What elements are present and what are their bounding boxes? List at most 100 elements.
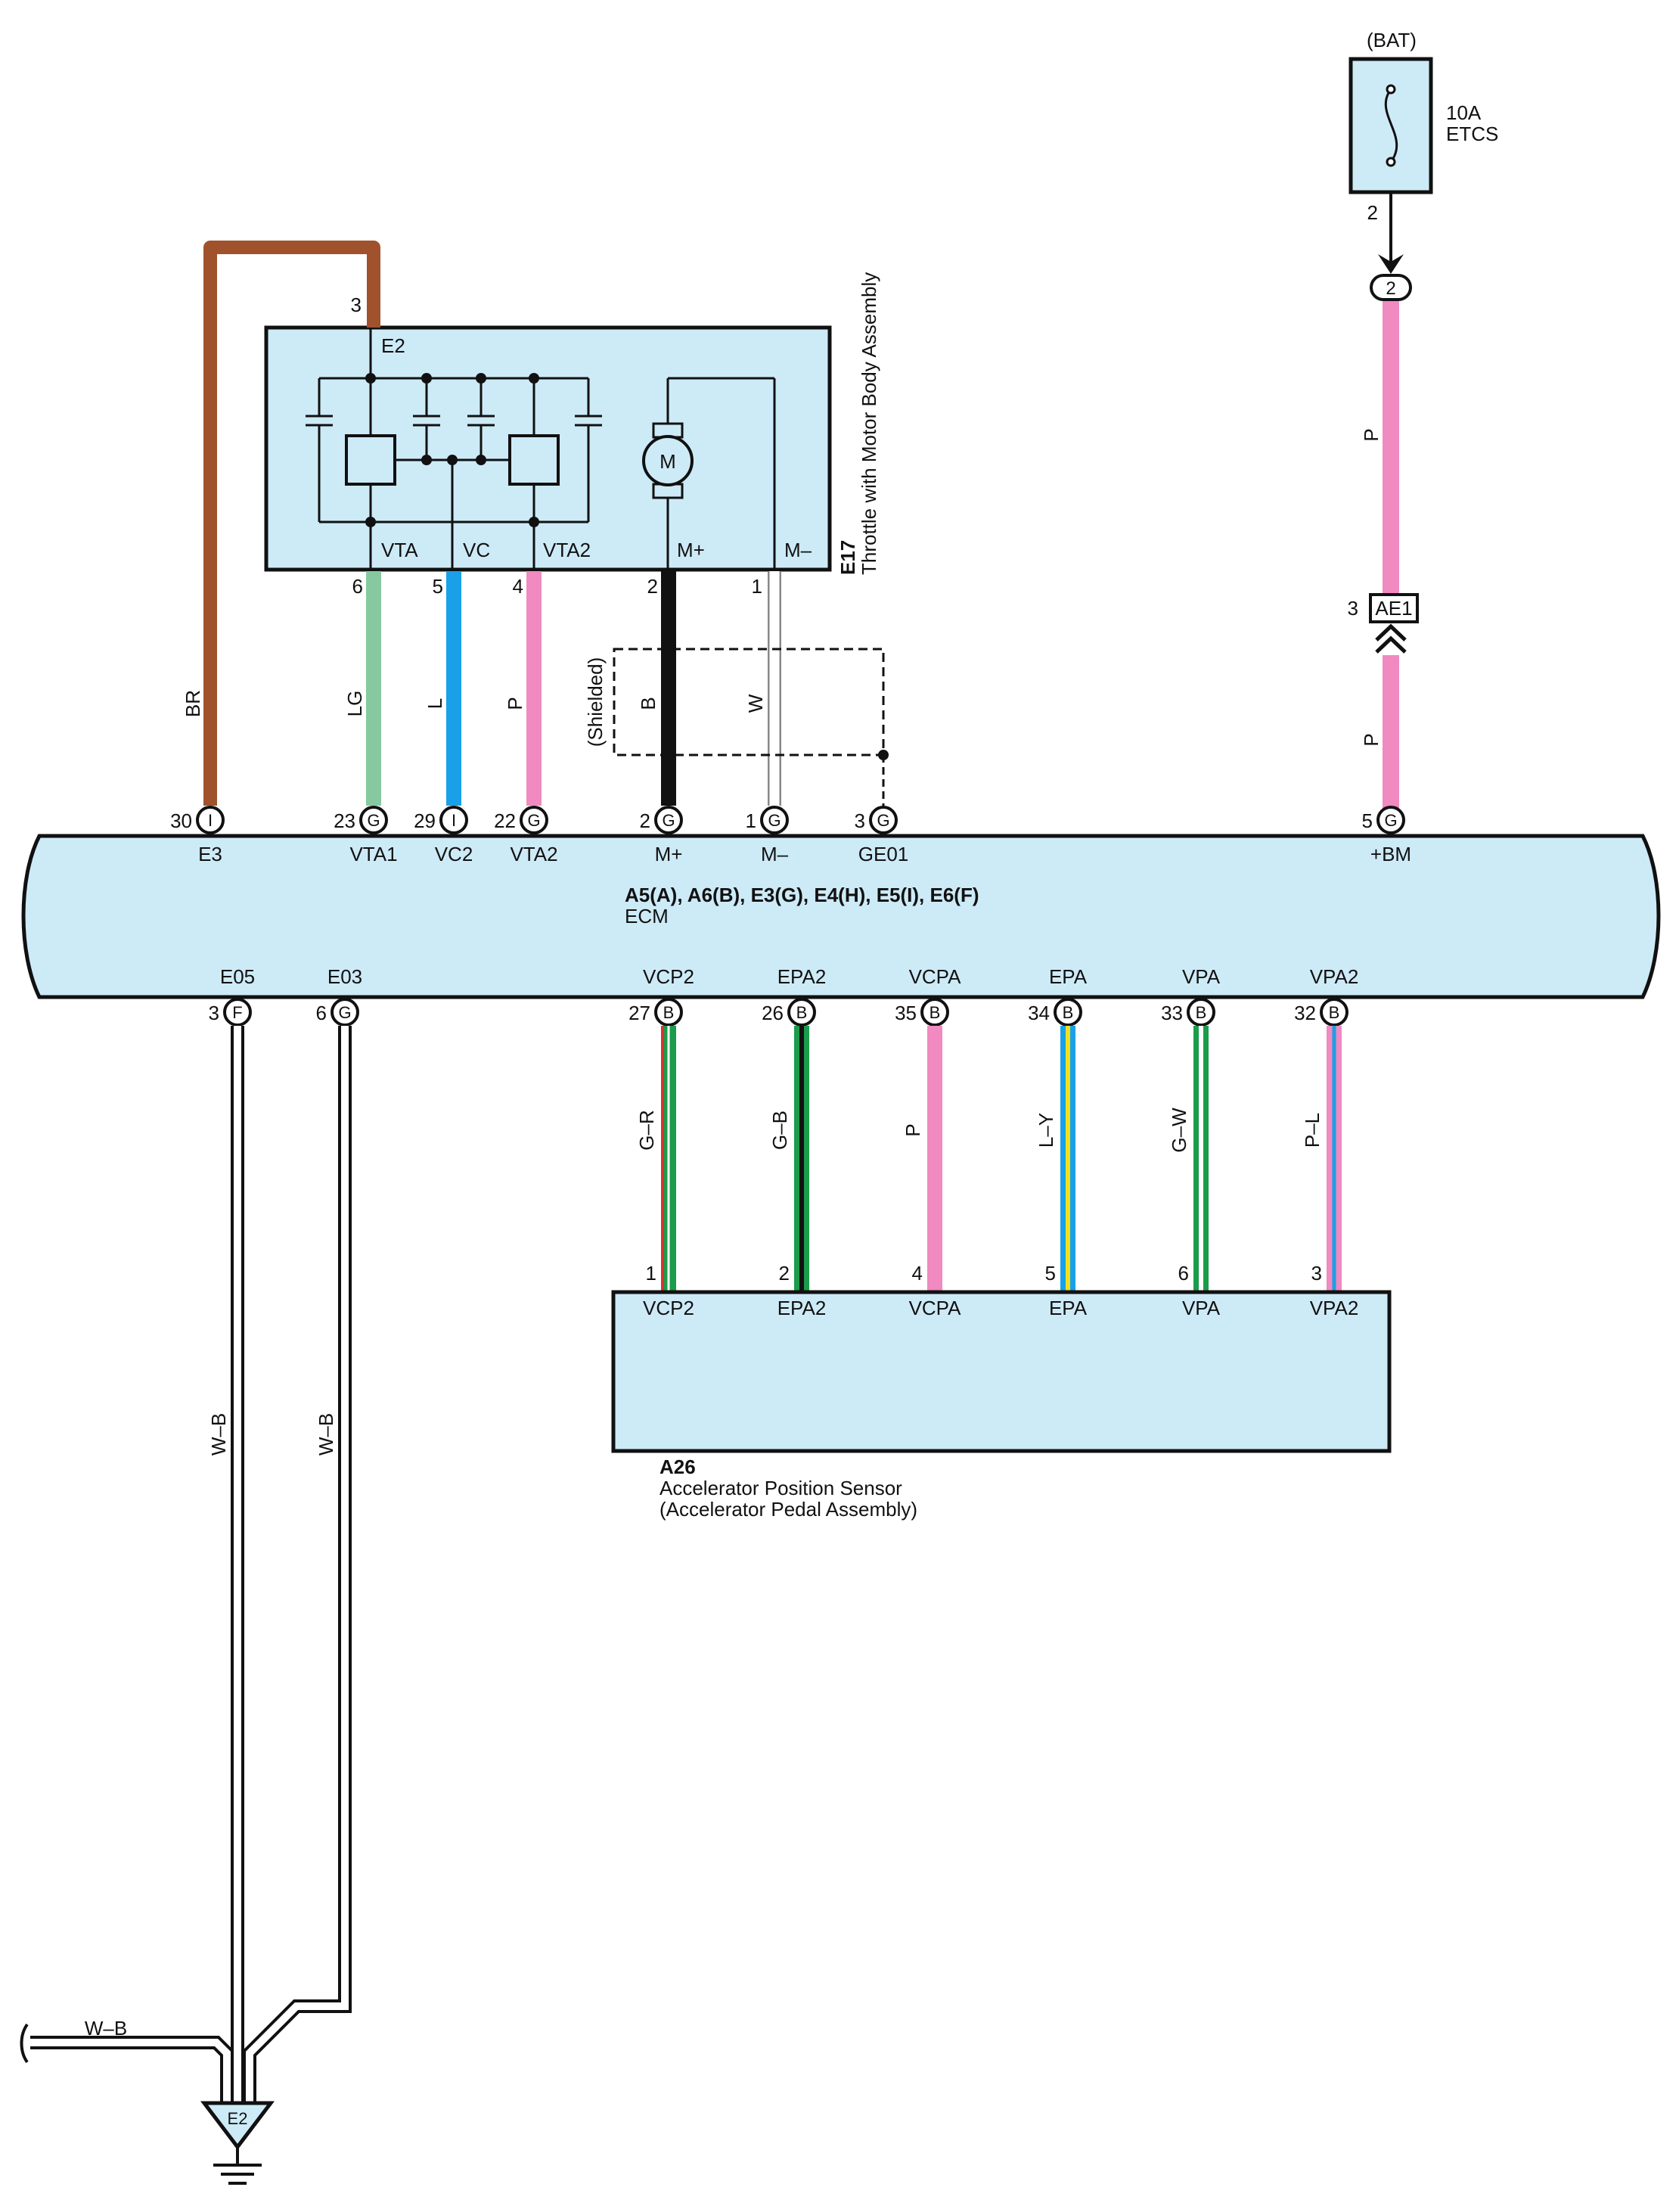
wire-br [203,241,380,806]
sensor-circuit [306,328,602,570]
svg-text:G: G [338,1003,351,1022]
ecm-pin-vpa2: VPA2 B 32 [1294,965,1358,1027]
fuse-connector-pin: 2 [1386,278,1395,299]
svg-text:2: 2 [640,809,650,832]
accel-terminal-epa2: EPA2 [777,1297,827,1319]
svg-text:VCPA: VCPA [909,965,962,988]
pin-vta: 6 [352,575,363,598]
svg-text:M+: M+ [655,843,683,865]
fuse-icon [1384,89,1398,163]
terminal-mplus: M+ [677,539,705,561]
wire-epa2-color: G–B [768,1111,791,1150]
svg-text:B: B [663,1003,675,1022]
ecm-connectors: A5(A), A6(B), E3(G), E4(H), E5(I), E6(F) [625,884,979,906]
circuit-nodes [365,373,539,527]
svg-text:34: 34 [1028,1002,1050,1024]
break-icon [20,2023,29,2064]
svg-text:33: 33 [1161,1002,1183,1024]
svg-text:1: 1 [746,809,756,832]
ecm-pin-vc2: I 29 VC2 [414,806,473,865]
svg-text:G: G [877,811,889,830]
terminal-vc: VC [463,539,490,561]
accel-sensor-a26: 1 2 4 5 6 3 VCP2 EPA2 VCPA EPA VPA VPA2 … [611,1262,1392,1521]
svg-text:35: 35 [895,1002,917,1024]
svg-text:G: G [1384,811,1397,830]
bat-label: (BAT) [1367,29,1417,51]
ecm-pin-vcp2: VCP2 B 27 [628,965,694,1027]
junction-pin: 3 [1348,597,1358,620]
ecm-name: ECM [625,905,669,927]
svg-text:G: G [662,811,675,830]
ecm-pin-ge01: G 3 GE01 [855,806,909,865]
wire-b-color: B [637,697,659,710]
svg-text:F: F [232,1003,242,1022]
accel-name: Accelerator Position Sensor [659,1477,902,1499]
svg-text:+BM: +BM [1370,843,1411,865]
ecm-pin-e3: I 30 E3 [170,806,225,865]
svg-text:E05: E05 [220,965,255,988]
ecm-pin-vcpa: VCPA B 35 [895,965,962,1027]
svg-text:2: 2 [779,1262,790,1285]
accel-terminal-vpa2: VPA2 [1310,1297,1359,1319]
svg-text:23: 23 [334,809,355,832]
throttle-name-block: E17 Throttle with Motor Body Assembly [836,272,880,575]
svg-text:VC2: VC2 [435,843,473,865]
shield-outline [613,648,885,756]
fuse-name: ETCS [1446,123,1498,145]
throttle-name: Throttle with Motor Body Assembly [858,272,880,575]
svg-text:30: 30 [170,809,192,832]
svg-text:3: 3 [209,1002,219,1024]
svg-text:1: 1 [646,1262,656,1285]
wire-vpa2-color: P–L [1301,1113,1324,1148]
svg-text:G: G [367,811,380,830]
throttle-body-e17: 3 E2 [264,272,880,598]
ground-wires: W–B W–B W–B E2 [20,1026,352,2185]
wire-bm-lower-color: P [1360,733,1383,746]
ground-point-marker [200,2101,275,2151]
pin-mplus: 2 [647,575,658,598]
svg-text:VCP2: VCP2 [643,965,694,988]
terminal-mminus: M– [784,539,812,561]
svg-text:5: 5 [1362,809,1373,832]
ecm-pin-e03: E03 G 6 [316,965,362,1027]
accel-sensor-box [611,1290,1392,1453]
wire-vcpa-color: P [902,1123,924,1136]
ecm-pin-vta1: G 23 VTA1 [334,806,398,865]
svg-text:B: B [796,1003,808,1022]
svg-text:B: B [1329,1003,1340,1022]
svg-text:4: 4 [912,1262,923,1285]
wire-l-color: L [424,698,446,709]
throttle-code: E17 [836,540,859,575]
svg-text:29: 29 [414,809,436,832]
throttle-wires: BR LG L P B W (Shielded) [182,241,889,808]
svg-text:GE01: GE01 [858,843,909,865]
svg-text:3: 3 [855,809,865,832]
svg-text:EPA2: EPA2 [777,965,827,988]
ground-icon [213,2147,262,2185]
ecm: A5(A), A6(B), E3(G), E4(H), E5(I), E6(F)… [21,834,1661,999]
pin-vta2: 4 [513,575,523,598]
ecm-pin-epa: EPA B 34 [1028,965,1088,1027]
arrow-down-icon [1378,254,1404,274]
svg-text:I: I [208,811,213,830]
ground-wire-e03: W–B [315,1413,337,1456]
svg-text:VTA1: VTA1 [349,843,397,865]
svg-text:VTA2: VTA2 [510,843,557,865]
svg-text:I: I [452,811,456,830]
wire-bm-upper-color: P [1360,428,1383,441]
ecm-pin-epa2: EPA2 B 26 [762,965,827,1027]
pin-mminus: 1 [752,575,762,598]
svg-text:26: 26 [762,1002,784,1024]
ecm-pin-mminus: G 1 M– [746,806,789,865]
wire-w-color: W [744,694,767,713]
accel-terminal-epa: EPA [1049,1297,1088,1319]
svg-text:E3: E3 [198,843,222,865]
accel-subname: (Accelerator Pedal Assembly) [659,1498,917,1521]
junction-label: AE1 [1375,597,1412,620]
svg-text:G: G [527,811,540,830]
fuse-rating: 10A [1446,101,1482,124]
ground-wire-e05: W–B [207,1413,230,1456]
wire-epa-color: L–Y [1035,1113,1057,1148]
ecm-pin-bm: G 5 +BM [1362,806,1411,865]
